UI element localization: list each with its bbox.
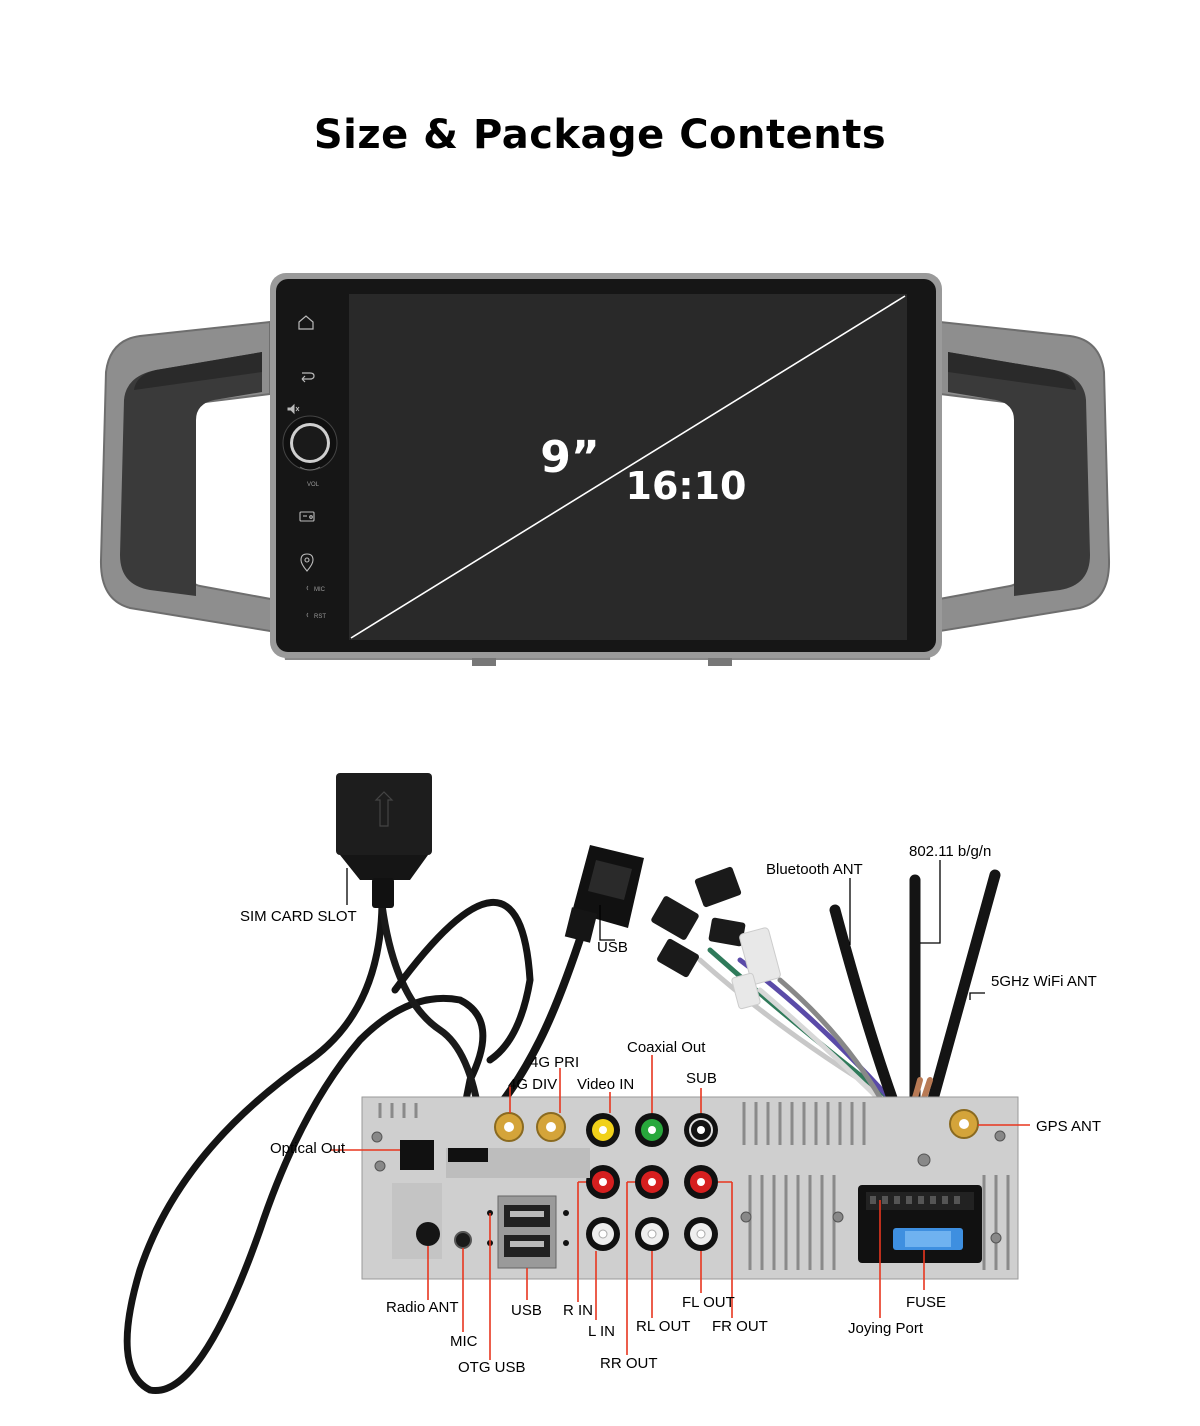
radio-icon[interactable] [299, 511, 315, 522]
label-fuse: FUSE [906, 1294, 946, 1311]
mic-port[interactable] [454, 1231, 472, 1249]
label-4g-pri: 4G PRI [530, 1054, 579, 1071]
rear-chassis [361, 1096, 1019, 1280]
label-sim-card-slot: SIM CARD SLOT [240, 908, 357, 925]
optical-out-port[interactable] [400, 1140, 434, 1170]
label-r-in: R IN [563, 1302, 593, 1319]
aspect-ratio-label: 16:10 [626, 464, 747, 508]
label-4g-div: 4G DIV [508, 1076, 557, 1093]
label-usb-bottom: USB [511, 1302, 542, 1319]
label-video-in: Video IN [577, 1076, 634, 1093]
label-mic: MIC [450, 1333, 478, 1350]
callout-lines [346, 860, 985, 1000]
label-fr-out: FR OUT [712, 1318, 768, 1335]
back-icon[interactable] [301, 372, 315, 383]
harness-connectors [651, 866, 781, 1010]
label-wifi-24: 802.11 b/g/n [909, 843, 991, 860]
svg-text:RST: RST [314, 614, 326, 620]
label-wifi-5: 5GHz WiFi ANT [991, 973, 1097, 990]
screen-diagonal [350, 295, 906, 639]
mic-indicator: MIC [306, 585, 326, 593]
head-unit: 9” 16:10 VOL MI [99, 273, 1111, 666]
mute-icon[interactable] [287, 403, 300, 415]
svg-text:MIC: MIC [314, 587, 326, 593]
label-coaxial-out: Coaxial Out [627, 1039, 706, 1056]
label-usb-top: USB [597, 939, 628, 956]
label-rl-out: RL OUT [636, 1318, 690, 1335]
label-sub: SUB [686, 1070, 717, 1087]
label-joying-port: Joying Port [848, 1320, 924, 1337]
home-icon[interactable] [298, 315, 314, 330]
label-otg-usb: OTG USB [458, 1359, 526, 1376]
label-radio-ant: Radio ANT [386, 1299, 459, 1316]
label-rr-out: RR OUT [600, 1355, 658, 1372]
usb-connector-top [564, 845, 644, 943]
rca-jacks[interactable] [586, 1113, 718, 1251]
callout-lines-red [330, 1055, 1030, 1360]
label-fl-out: FL OUT [682, 1294, 735, 1311]
reset-indicator[interactable]: RST [306, 612, 326, 620]
label-gps-ant: GPS ANT [1036, 1118, 1101, 1135]
label-l-in: L IN [588, 1323, 615, 1340]
label-bluetooth-ant: Bluetooth ANT [766, 861, 863, 878]
vol-label: VOL [307, 482, 320, 488]
radio-ant-port[interactable] [416, 1222, 440, 1246]
sim-card-slot-module [336, 773, 432, 908]
page-title: Size & Package Contents [313, 112, 887, 158]
location-icon[interactable] [300, 553, 314, 572]
screen-size-label: 9” [540, 432, 600, 483]
port-labels: SIM CARD SLOT USB Bluetooth ANT 802.11 b… [240, 843, 1101, 1376]
volume-knob-icon[interactable]: VOL [282, 415, 338, 488]
label-optical-out: Optical Out [270, 1140, 346, 1157]
